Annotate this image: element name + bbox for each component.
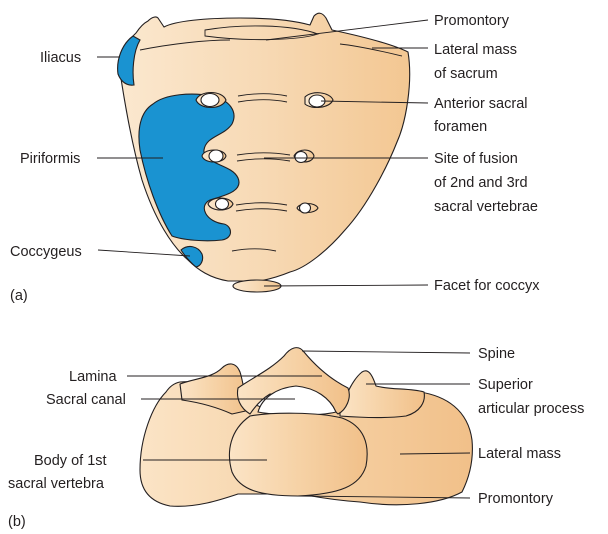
label-superior-line1: Superior: [478, 377, 533, 393]
right-superior-articular-process: [340, 371, 424, 418]
anterior-sacral-foramen-left-2: [209, 150, 223, 162]
label-iliacus: Iliacus: [40, 50, 81, 66]
label-promontory-b: Promontory: [478, 491, 554, 507]
label-fusion-line2: of 2nd and 3rd: [434, 175, 528, 191]
label-fusion-line1: Site of fusion: [434, 151, 518, 167]
body-of-first-sacral-vertebra: [229, 413, 367, 496]
label-body-line2: sacral vertebra: [8, 476, 105, 492]
label-lateral-mass-line2: of sacrum: [434, 66, 498, 82]
label-coccyx-facet: Facet for coccyx: [434, 278, 540, 294]
label-lamina: Lamina: [69, 369, 117, 385]
anterior-sacral-foramen-right-2: [295, 152, 307, 163]
anterior-sacral-foramen-left-3: [216, 199, 229, 210]
label-foramen-line2: foramen: [434, 119, 487, 135]
label-promontory: Promontory: [434, 13, 510, 29]
panel-b-tag: (b): [8, 514, 26, 530]
panel-a: Iliacus Piriformis Coccygeus (a) Promont…: [10, 13, 540, 304]
anterior-sacral-foramen-right-3: [300, 203, 311, 213]
label-coccygeus: Coccygeus: [10, 244, 82, 260]
label-sacral-canal: Sacral canal: [46, 392, 126, 408]
panel-a-tag: (a): [10, 288, 28, 304]
label-lateral-mass: Lateral mass: [478, 446, 561, 462]
label-piriformis: Piriformis: [20, 151, 80, 167]
label-body-line1: Body of 1st: [34, 453, 107, 469]
panel-b: Lamina Sacral canal Body of 1st sacral v…: [8, 346, 584, 530]
label-spine: Spine: [478, 346, 515, 362]
label-lateral-mass-line1: Lateral mass: [434, 42, 517, 58]
anterior-sacral-foramen-left-1: [201, 94, 219, 107]
label-foramen-line1: Anterior sacral: [434, 96, 527, 112]
label-superior-line2: articular process: [478, 401, 584, 417]
label-fusion-line3: sacral vertebrae: [434, 199, 538, 215]
